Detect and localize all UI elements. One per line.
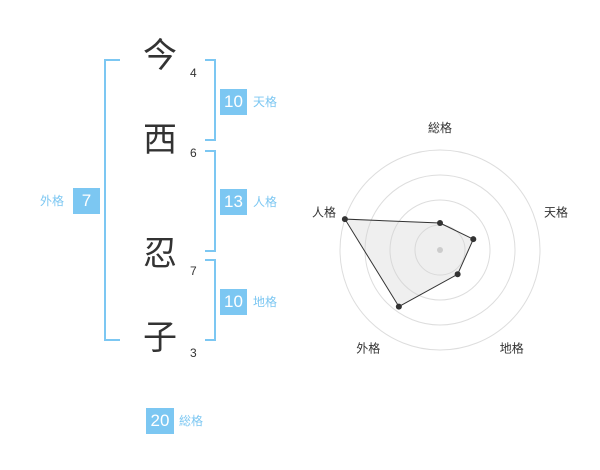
radar-axis-label-4: 人格 (312, 204, 336, 219)
gaikaku-bracket (104, 59, 120, 341)
soukaku-badge: 20 (146, 408, 174, 434)
radar-rings (339, 149, 541, 351)
stroke-count-1: 4 (190, 66, 197, 80)
soukaku-label: 総格 (179, 414, 204, 428)
radar-point-1 (470, 236, 477, 243)
radar-point-3 (395, 303, 402, 310)
stroke-count-4: 3 (190, 346, 197, 360)
jinkaku-bracket (205, 150, 216, 252)
name-char-3: 忍 (143, 234, 177, 274)
tenkaku-bracket (205, 59, 216, 141)
chikaku-badge: 10 (220, 289, 247, 315)
tenkaku-badge: 10 (220, 89, 247, 115)
radar-axis-label-2: 地格 (500, 341, 524, 356)
radar-point-4 (341, 216, 348, 223)
radar-ring-4 (339, 149, 541, 351)
radar-ring-3 (364, 174, 516, 326)
radar-axis-label-1: 天格 (544, 204, 568, 219)
radar-point-0 (437, 220, 443, 226)
name-char-2: 西 (143, 120, 177, 160)
radar-axis-label-0: 総格 (428, 120, 452, 135)
name-char-1: 今 (143, 36, 177, 76)
radar-axis-label-3: 外格 (356, 341, 380, 356)
chikaku-bracket (205, 259, 216, 341)
chikaku-label: 地格 (253, 295, 278, 309)
stroke-count-3: 7 (190, 264, 197, 278)
radar-ring-2 (389, 199, 491, 301)
radar-center (437, 247, 443, 253)
jinkaku-badge: 13 (220, 189, 247, 215)
gaikaku-label: 外格 (40, 194, 65, 208)
gaikaku-badge: 7 (73, 188, 100, 214)
radar-point-2 (454, 271, 461, 278)
jinkaku-label: 人格 (253, 195, 278, 209)
radar-polygon (343, 218, 474, 308)
stroke-count-2: 6 (190, 146, 197, 160)
name-char-4: 子 (143, 318, 177, 358)
tenkaku-label: 天格 (253, 95, 278, 109)
